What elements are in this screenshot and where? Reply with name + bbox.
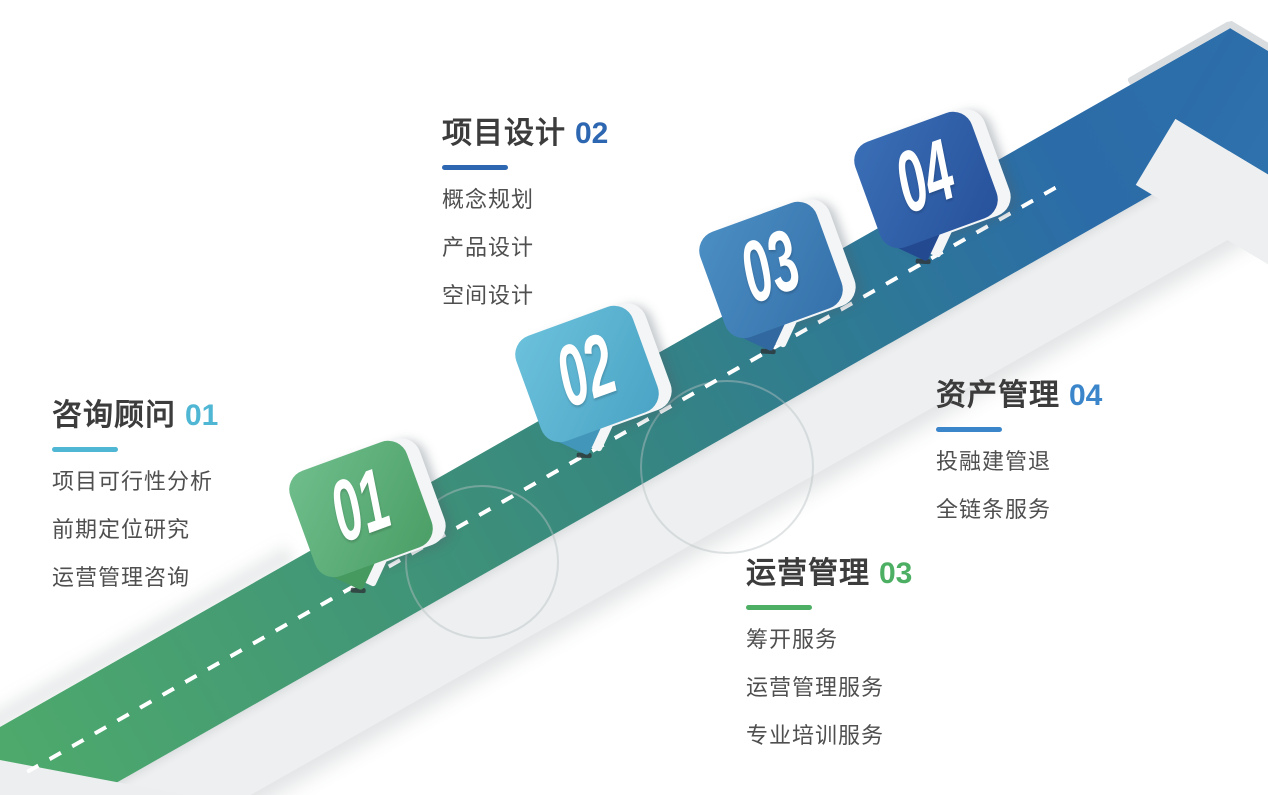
stage-item: 专业培训服务 (746, 723, 885, 748)
stage-item: 筹开服务 (746, 627, 839, 652)
stage-title: 资产管理 (936, 379, 1060, 412)
stage-item: 产品设计 (442, 235, 535, 260)
stage-title: 项目设计 (442, 117, 566, 150)
stage-item: 全链条服务 (936, 497, 1052, 522)
stage-block-assets: 资产管理 04 投融建管退 全链条服务 (936, 378, 1186, 532)
stage-item: 空间设计 (442, 283, 535, 308)
stage-number: 01 (185, 399, 219, 432)
stage-underline (936, 427, 1002, 432)
stage-item: 项目可行性分析 (52, 469, 214, 494)
stage-number: 03 (879, 557, 913, 590)
stage-title: 咨询顾问 (52, 399, 176, 432)
stage-block-consulting: 咨询顾问 01 项目可行性分析 前期定位研究 运营管理咨询 (52, 398, 302, 600)
stage-underline (746, 605, 812, 610)
stage-item: 运营管理咨询 (52, 565, 191, 590)
stage-underline (442, 165, 508, 170)
stage-block-design: 项目设计 02 概念规划 产品设计 空间设计 (442, 116, 692, 318)
decor-circle (405, 485, 559, 639)
stage-item: 概念规划 (442, 187, 535, 212)
stage-item: 投融建管退 (936, 449, 1052, 474)
stage-item: 前期定位研究 (52, 517, 191, 542)
stage-item: 运营管理服务 (746, 675, 885, 700)
stage-block-operations: 运营管理 03 筹开服务 运营管理服务 专业培训服务 (746, 556, 996, 758)
stage-title: 运营管理 (746, 557, 870, 590)
decor-circle (640, 380, 814, 554)
stage-number: 02 (575, 117, 609, 150)
stage-underline (52, 447, 118, 452)
stage-number: 04 (1069, 379, 1103, 412)
